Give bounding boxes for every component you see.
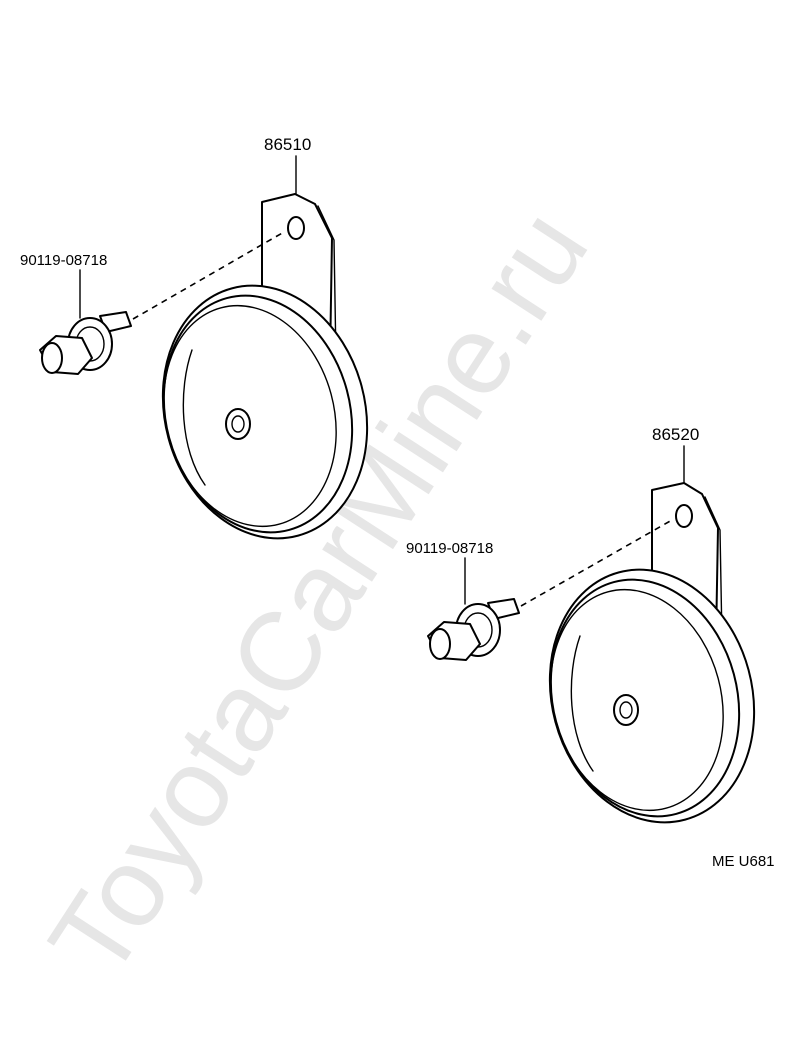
part-label-86520: 86520: [652, 425, 699, 444]
horn-assembly-2: 86520 90119-08718: [406, 425, 756, 824]
horn-body-2: [548, 568, 756, 824]
part-label-86510: 86510: [264, 135, 311, 154]
horn-body-1: [161, 284, 369, 540]
assembly-guide-line-1: [132, 231, 285, 320]
fastener-label-1: 90119-08718: [20, 252, 107, 269]
bolt-2: [427, 598, 520, 661]
fastener-label-2: 90119-08718: [406, 540, 493, 557]
horn-assembly-1: 86510 90119-08718: [20, 135, 369, 540]
assembly-guide-line-2: [520, 519, 673, 607]
figure-code: ME U681: [712, 853, 775, 870]
bolt-1: [39, 311, 132, 375]
